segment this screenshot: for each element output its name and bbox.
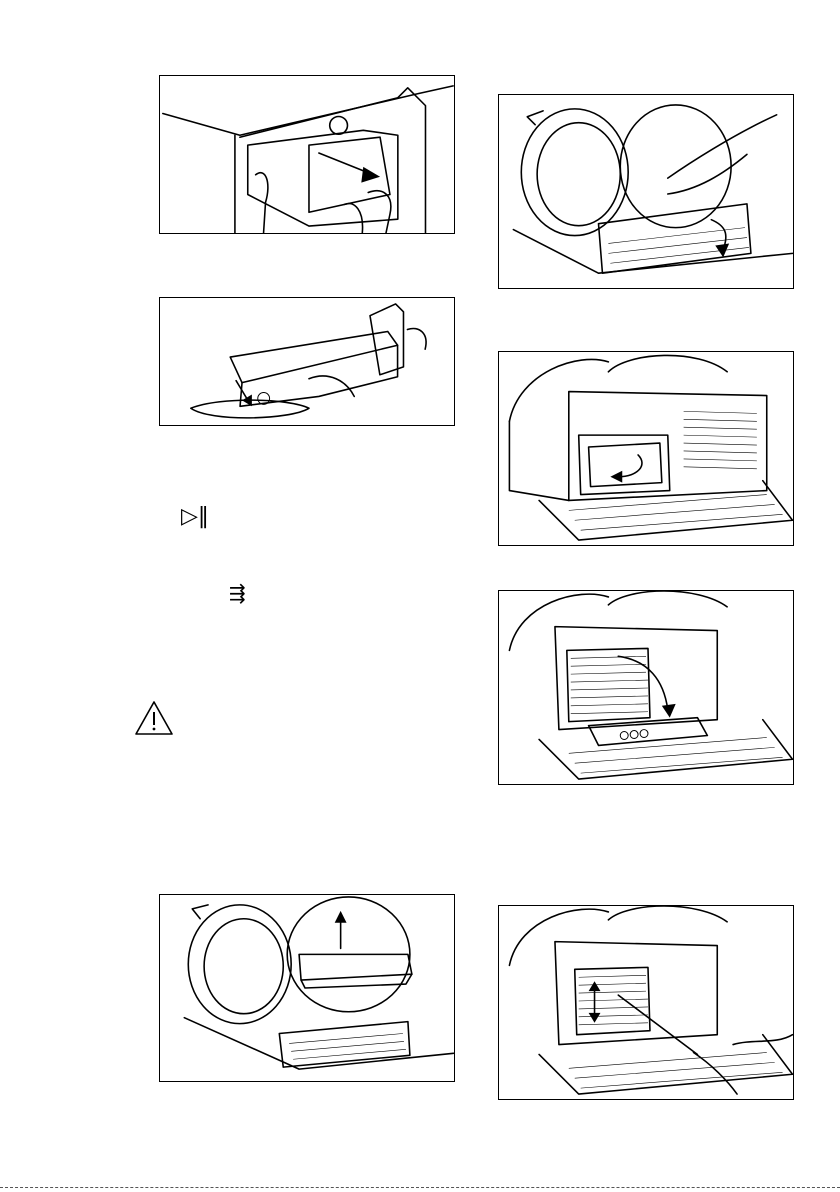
figure-empty-water-container <box>159 297 455 426</box>
figure-vacuum-clean-heat-exchanger <box>498 905 794 1100</box>
drain-mode-icon: ⇶ <box>229 583 246 603</box>
empty-container-illustration <box>160 298 454 425</box>
figure-remove-filter-from-door <box>159 894 455 1082</box>
warning-icon <box>134 700 174 736</box>
figure-open-door-plinth <box>498 94 794 289</box>
door-filter-illustration <box>160 895 454 1081</box>
start-pause-icon: ▷‖ <box>181 506 209 528</box>
open-plinth-illustration <box>499 95 793 288</box>
vacuum-clean-illustration <box>499 906 793 1099</box>
release-cover-illustration <box>499 352 793 545</box>
figure-release-heat-exchanger-cover <box>498 351 794 546</box>
page-bottom-divider <box>0 1187 840 1188</box>
water-container-illustration <box>160 76 454 233</box>
figure-open-heat-exchanger-cover <box>498 590 794 785</box>
open-cover-illustration <box>499 591 793 784</box>
figure-pull-out-water-container <box>159 75 455 234</box>
